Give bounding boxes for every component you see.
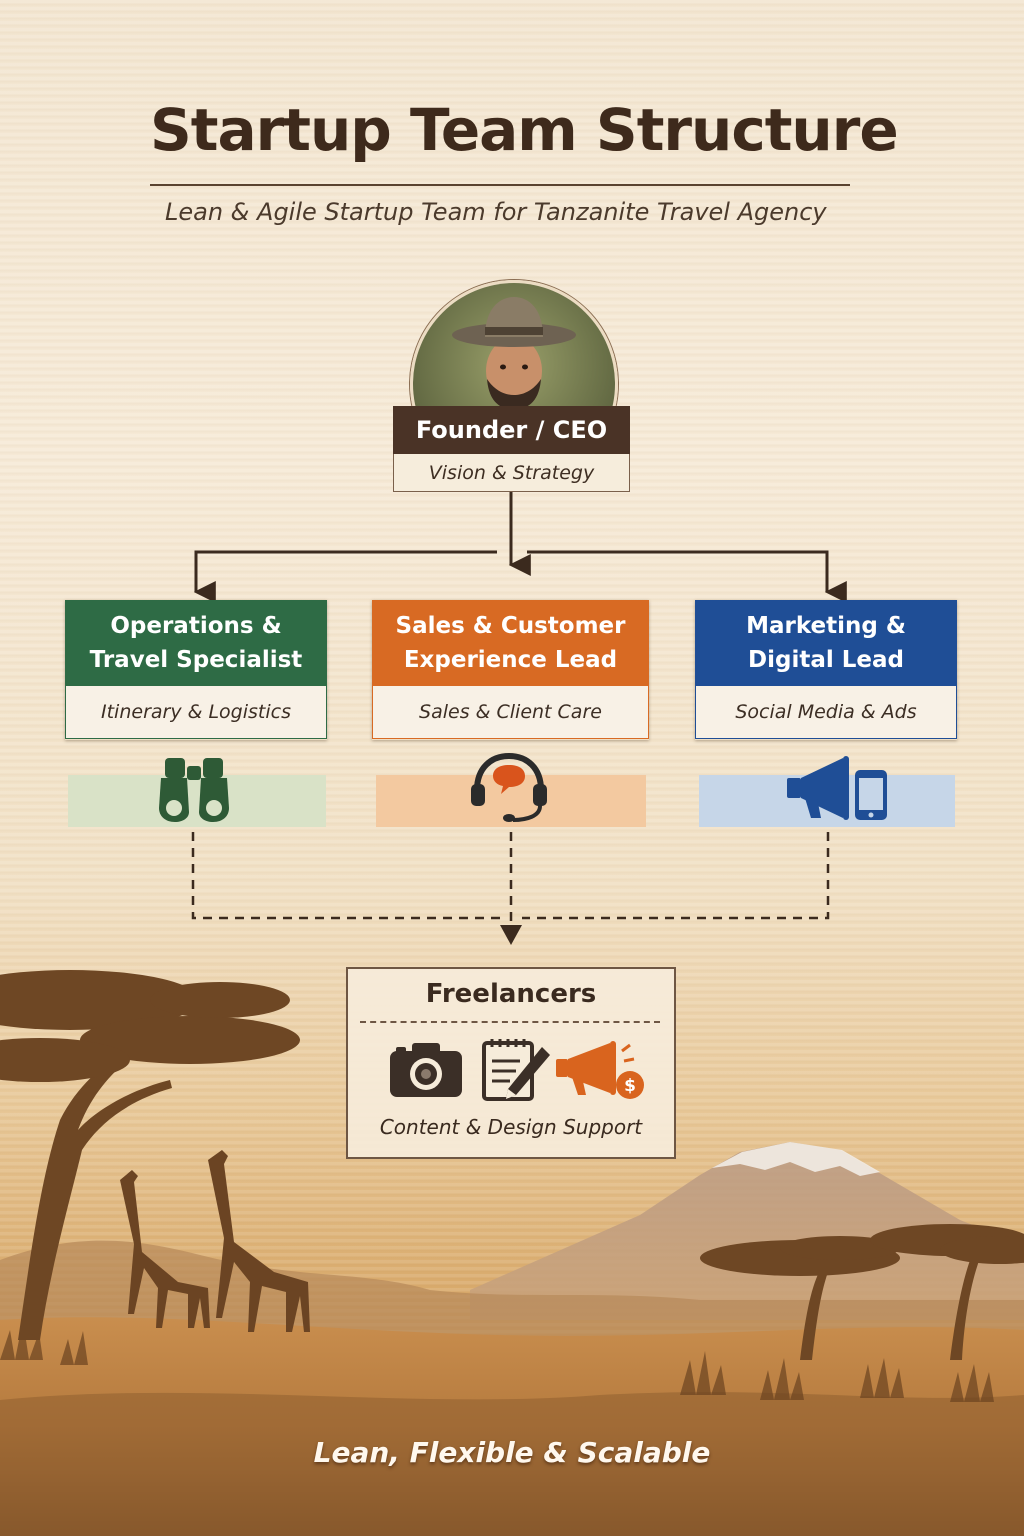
headset-chat-icon	[471, 752, 547, 822]
footer-tagline: Lean, Flexible & Scalable	[313, 1436, 711, 1469]
page-title: Startup Team Structure	[150, 96, 899, 164]
role-title-line2: Digital Lead	[748, 647, 904, 673]
role-title-line2: Experience Lead	[403, 647, 618, 673]
founder-subtitle: Vision & Strategy	[393, 454, 630, 492]
role-card-operations: Operations & Travel Specialist Itinerary …	[65, 600, 327, 740]
megaphone-phone-icon	[787, 756, 887, 820]
acacia-tree-left	[0, 970, 300, 1340]
freelancers-divider	[360, 1021, 660, 1023]
camera-icon	[390, 1043, 462, 1097]
role-title-line1: Marketing &	[746, 613, 906, 639]
giraffes	[120, 1150, 310, 1332]
freelancers-title: Freelancers	[425, 979, 597, 1009]
role-subtitle-sales: Sales & Client Care	[372, 686, 649, 739]
role-title-line1: Sales & Customer	[395, 613, 626, 639]
role-subtitle-marketing: Social Media & Ads	[695, 686, 957, 739]
binoculars-icon	[159, 758, 229, 822]
freelancers-icons: $	[348, 1037, 674, 1109]
freelancers-arrow	[500, 925, 522, 945]
page-subtitle: Lean & Agile Startup Team for Tanzanite …	[165, 198, 827, 226]
role-title-line1: Operations &	[110, 613, 282, 639]
dashed-connectors	[191, 832, 830, 925]
freelancers-box: Freelancers	[346, 967, 676, 1159]
role-title-operations: Operations & Travel Specialist	[65, 600, 327, 686]
megaphone-dollar-icon: $	[556, 1041, 644, 1099]
role-title-line2: Travel Specialist	[89, 647, 303, 673]
acacia-trees-right	[700, 1224, 1024, 1360]
title-divider	[150, 184, 850, 186]
role-subtitle-operations: Itinerary & Logistics	[65, 686, 327, 739]
operations-icon-band	[68, 775, 326, 827]
freelancers-subtitle: Content & Design Support	[379, 1115, 643, 1139]
solid-connectors	[193, 492, 847, 603]
mountain	[470, 1142, 1024, 1320]
notepad-pen-icon	[482, 1039, 550, 1101]
svg-text:$: $	[624, 1076, 636, 1096]
grass	[0, 1320, 994, 1402]
role-card-marketing: Marketing & Digital Lead Social Media & A…	[695, 600, 957, 740]
founder-title: Founder / CEO	[393, 406, 630, 454]
role-title-marketing: Marketing & Digital Lead	[695, 600, 957, 686]
